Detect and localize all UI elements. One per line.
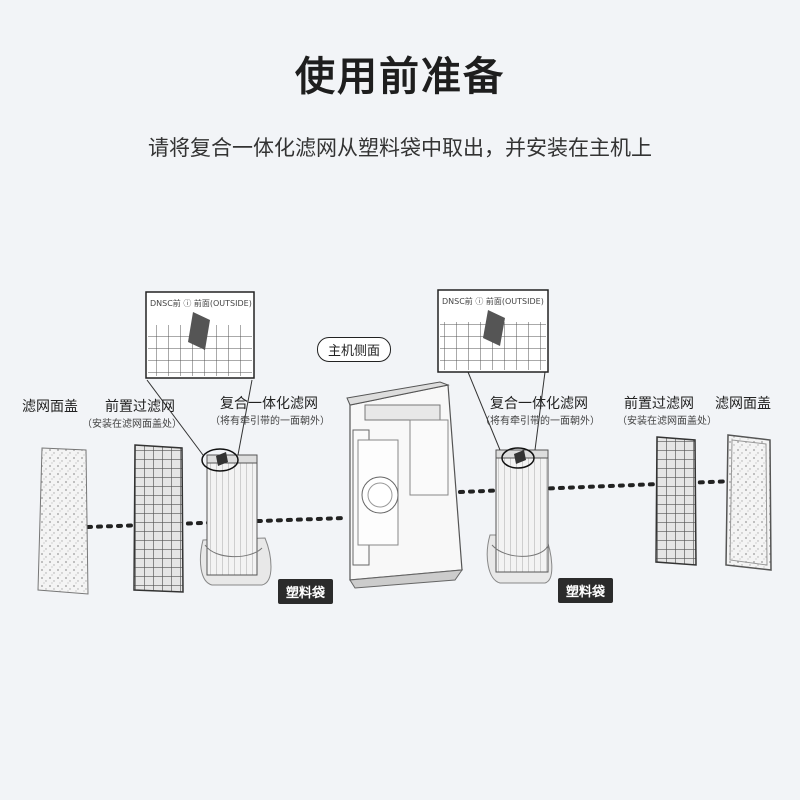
main-unit [346,381,464,589]
left-composite-note: （将有牵引带的一面朝外） [210,416,330,427]
left-callout-magnified [145,291,255,379]
main-unit-label: 主机侧面 [317,337,392,362]
right-callout-magnified [437,289,549,373]
right-composite-note: （将有牵引带的一面朝外） [480,416,600,427]
right-cover-label: 滤网面盖 [715,396,771,412]
left-callout-text: DNSC前 ⓘ 前面(OUTSIDE) [150,299,252,308]
left-prefilter-label: 前置过滤网 [105,399,175,415]
right-composite-filter [486,447,553,584]
right-callout-text: DNSC前 ⓘ 前面(OUTSIDE) [442,297,544,306]
right-prefilter-label: 前置过滤网 [624,396,694,412]
left-prefilter-note: （安装在滤网面盖处） [82,419,182,430]
left-composite-filter [199,448,272,586]
left-composite-label: 复合一体化滤网 [220,396,318,412]
right-bag-label: 塑料袋 [558,578,614,603]
right-prefilter [655,436,697,566]
right-prefilter-note: （安装在滤网面盖处） [617,416,717,427]
right-composite-label: 复合一体化滤网 [490,396,588,412]
instruction-text: 请将复合一体化滤网从塑料袋中取出，并安装在主机上 [148,136,652,160]
left-prefilter [133,444,184,593]
left-filter-cover [37,447,89,595]
right-filter-cover [725,434,772,571]
left-bag-label: 塑料袋 [278,579,334,604]
page-title: 使用前准备 [295,54,505,100]
left-cover-label: 滤网面盖 [22,399,78,415]
